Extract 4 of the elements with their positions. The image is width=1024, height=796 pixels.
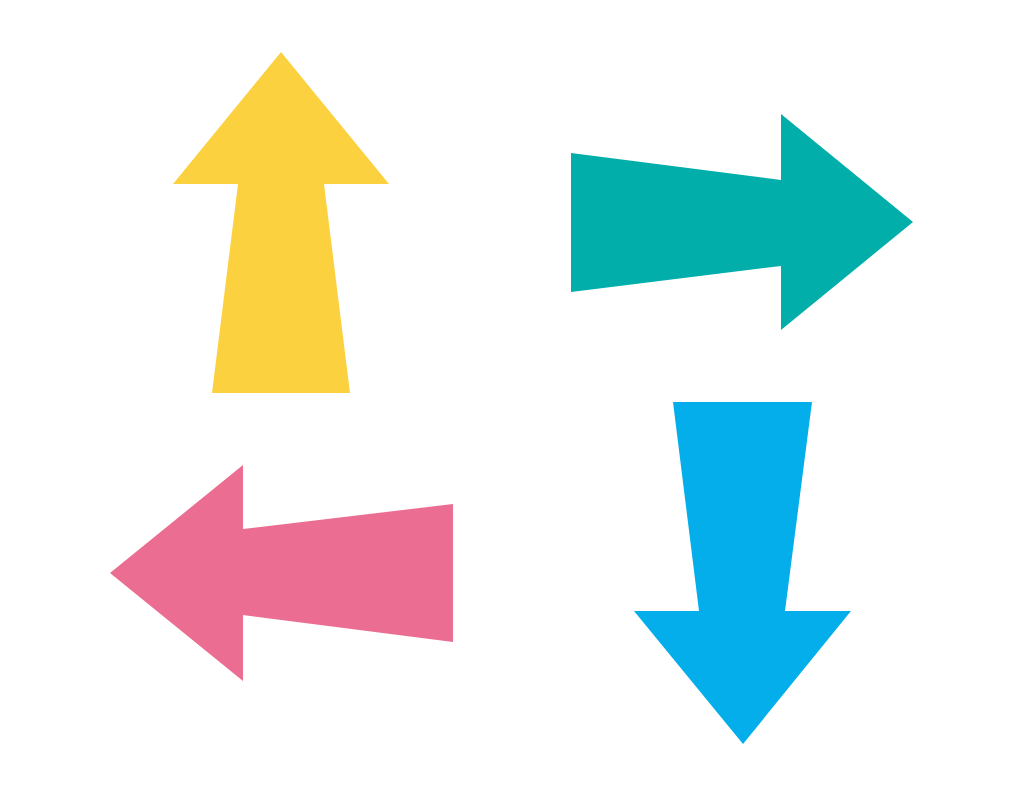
left-arrow [110, 465, 453, 681]
up-arrow [173, 52, 389, 393]
down-arrow [634, 402, 851, 744]
right-arrow [571, 114, 913, 330]
